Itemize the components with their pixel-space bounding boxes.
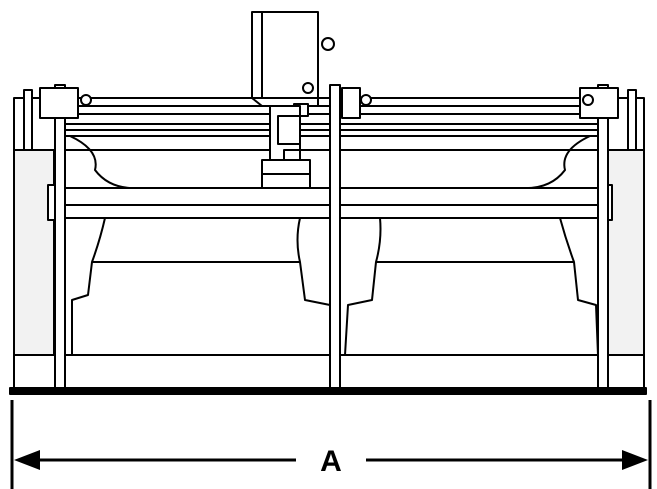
dimension-a: A: [10, 400, 652, 489]
top-brackets: [39, 87, 619, 119]
dimension-label: A: [320, 445, 342, 478]
vertical-bars: [23, 84, 637, 391]
gearbox: [251, 11, 335, 117]
left-arrowhead: [14, 450, 40, 470]
drive-shaft: [261, 105, 311, 189]
right-rotor: [344, 217, 599, 356]
right-arrowhead: [622, 450, 648, 470]
left-rotor: [71, 217, 334, 356]
base-skid: [9, 387, 647, 395]
